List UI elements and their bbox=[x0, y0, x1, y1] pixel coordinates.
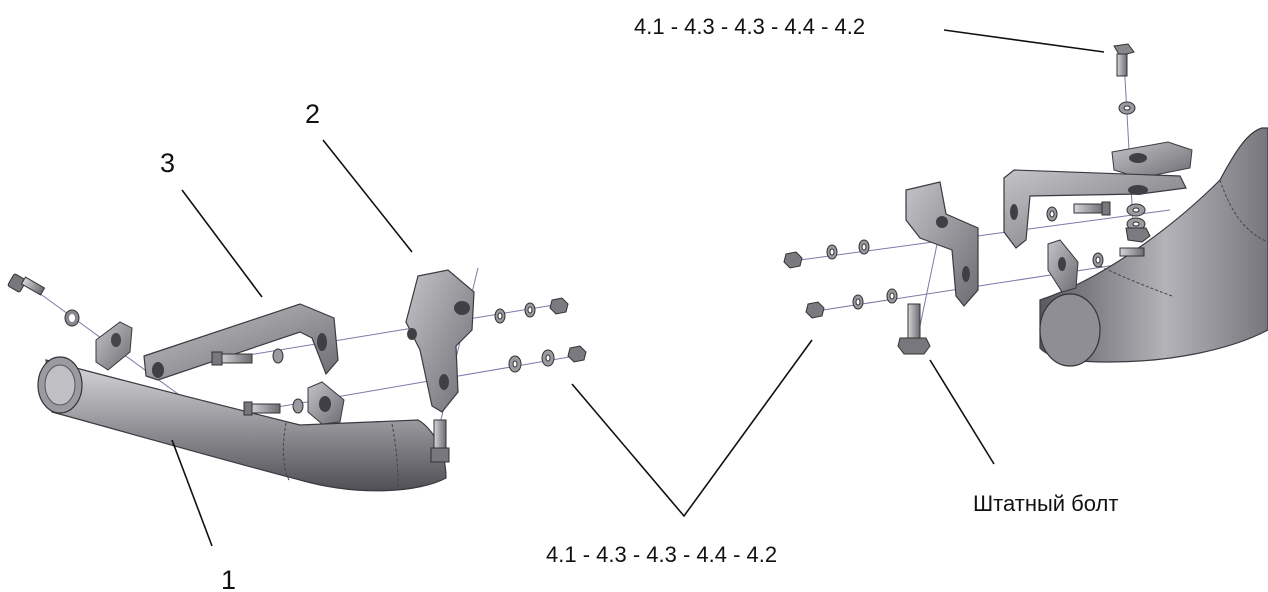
part-2-label: 2 bbox=[305, 99, 321, 129]
right-long-bracket bbox=[1003, 169, 1187, 249]
right-tube bbox=[1039, 127, 1268, 367]
right-bolts bbox=[1073, 201, 1145, 257]
leader-lines bbox=[171, 29, 1105, 547]
leader-part-2 bbox=[322, 139, 413, 253]
left-tube bbox=[37, 356, 447, 492]
right-standard-bolt bbox=[897, 303, 931, 355]
right-tube-tab bbox=[1111, 141, 1193, 179]
right-assembly bbox=[783, 43, 1268, 367]
left-fasteners-lower bbox=[292, 345, 587, 414]
right-top-bolt-stack bbox=[1113, 43, 1151, 243]
right-small-bracket bbox=[1047, 239, 1079, 293]
right-fasteners-upper bbox=[783, 206, 1058, 269]
part-3-label: 3 bbox=[160, 148, 176, 178]
left-bolt-4-1 bbox=[7, 273, 46, 296]
left-assembly bbox=[7, 267, 587, 492]
standard-bolt-label: Штатный болт bbox=[973, 491, 1119, 516]
left-bolts bbox=[211, 351, 450, 463]
leader-standard-bolt bbox=[929, 359, 995, 465]
bottom-fastener-sequence-label: 4.1 - 4.3 - 4.3 - 4.4 - 4.2 bbox=[546, 542, 778, 567]
leader-bottom-sequence bbox=[571, 339, 813, 518]
left-bracket-part-3 bbox=[143, 303, 339, 381]
right-angle-bracket bbox=[905, 181, 979, 307]
leader-top-sequence bbox=[943, 29, 1105, 53]
left-bracket-part-2 bbox=[405, 269, 475, 413]
top-fastener-sequence-label: 4.1 - 4.3 - 4.3 - 4.4 - 4.2 bbox=[634, 14, 866, 39]
leader-part-1 bbox=[171, 439, 213, 547]
left-fasteners-upper bbox=[272, 297, 569, 364]
leader-part-3 bbox=[181, 189, 263, 298]
right-fasteners-lower bbox=[805, 252, 1104, 319]
left-lower-bracket bbox=[307, 381, 345, 425]
part-1-label: 1 bbox=[221, 565, 237, 592]
left-tube-tab bbox=[95, 321, 133, 371]
